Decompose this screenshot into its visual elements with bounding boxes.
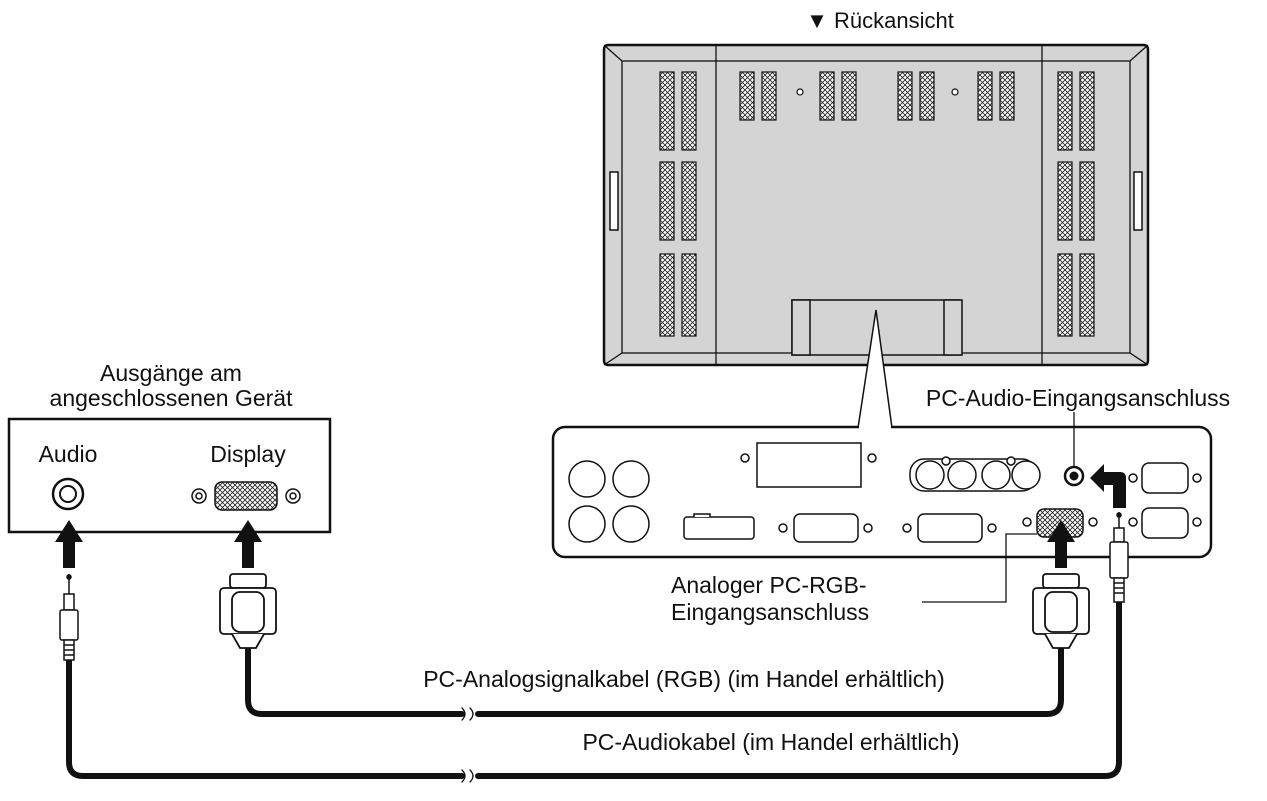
audio-plug-display: [1109, 512, 1129, 603]
vga-plug-display: [1032, 573, 1090, 649]
terminal-panel: [551, 425, 1213, 559]
rear-view-label: ▼ Rückansicht: [806, 8, 954, 33]
audio-plug-source: [59, 574, 79, 661]
pc-audio-input-jack: [1063, 465, 1085, 487]
arrow-audio-display: [1090, 464, 1126, 508]
display-rear-panel: [602, 43, 1150, 367]
serial-connectors: [1128, 462, 1202, 539]
source-device-heading-line1: Ausgänge am: [100, 360, 242, 386]
right-vents: [1057, 71, 1095, 337]
audio-cable-label: PC-Audiokabel (im Handel erhältlich): [582, 729, 959, 755]
rgb-cable-label: PC-Analogsignalkabel (RGB) (im Handel er…: [423, 666, 945, 692]
speaker-terminals: [568, 460, 650, 543]
pc-audio-input-label: PC-Audio-Eingangsanschluss: [926, 385, 1230, 411]
left-handle: [609, 171, 619, 231]
arrow-up-vga-display: [1047, 520, 1075, 568]
insert-arrows: [55, 464, 1126, 568]
lower-connectors: [683, 513, 997, 543]
arrow-up-vga-source: [234, 520, 262, 568]
source-device-box: [7, 417, 332, 534]
arrow-up-audio-source: [55, 520, 83, 568]
analog-rgb-input-label-line2: Eingangsanschluss: [671, 599, 869, 625]
rca-jacks: [909, 456, 1041, 492]
left-vents: [659, 71, 697, 337]
audio-cable: [66, 599, 1122, 783]
top-vents: [739, 71, 1015, 121]
source-display-label: Display: [210, 441, 286, 467]
upper-connector: [740, 442, 877, 488]
source-device-heading-line2: angeschlossenen Gerät: [50, 385, 294, 411]
source-audio-jack: [51, 477, 85, 511]
rgb-cable: [245, 645, 1064, 721]
right-handle: [1133, 171, 1143, 231]
vga-plug-source: [219, 573, 277, 649]
source-display-port: [191, 481, 301, 511]
analog-rgb-input-label-line1: Analoger PC-RGB-: [671, 572, 867, 598]
source-audio-label: Audio: [39, 441, 98, 467]
